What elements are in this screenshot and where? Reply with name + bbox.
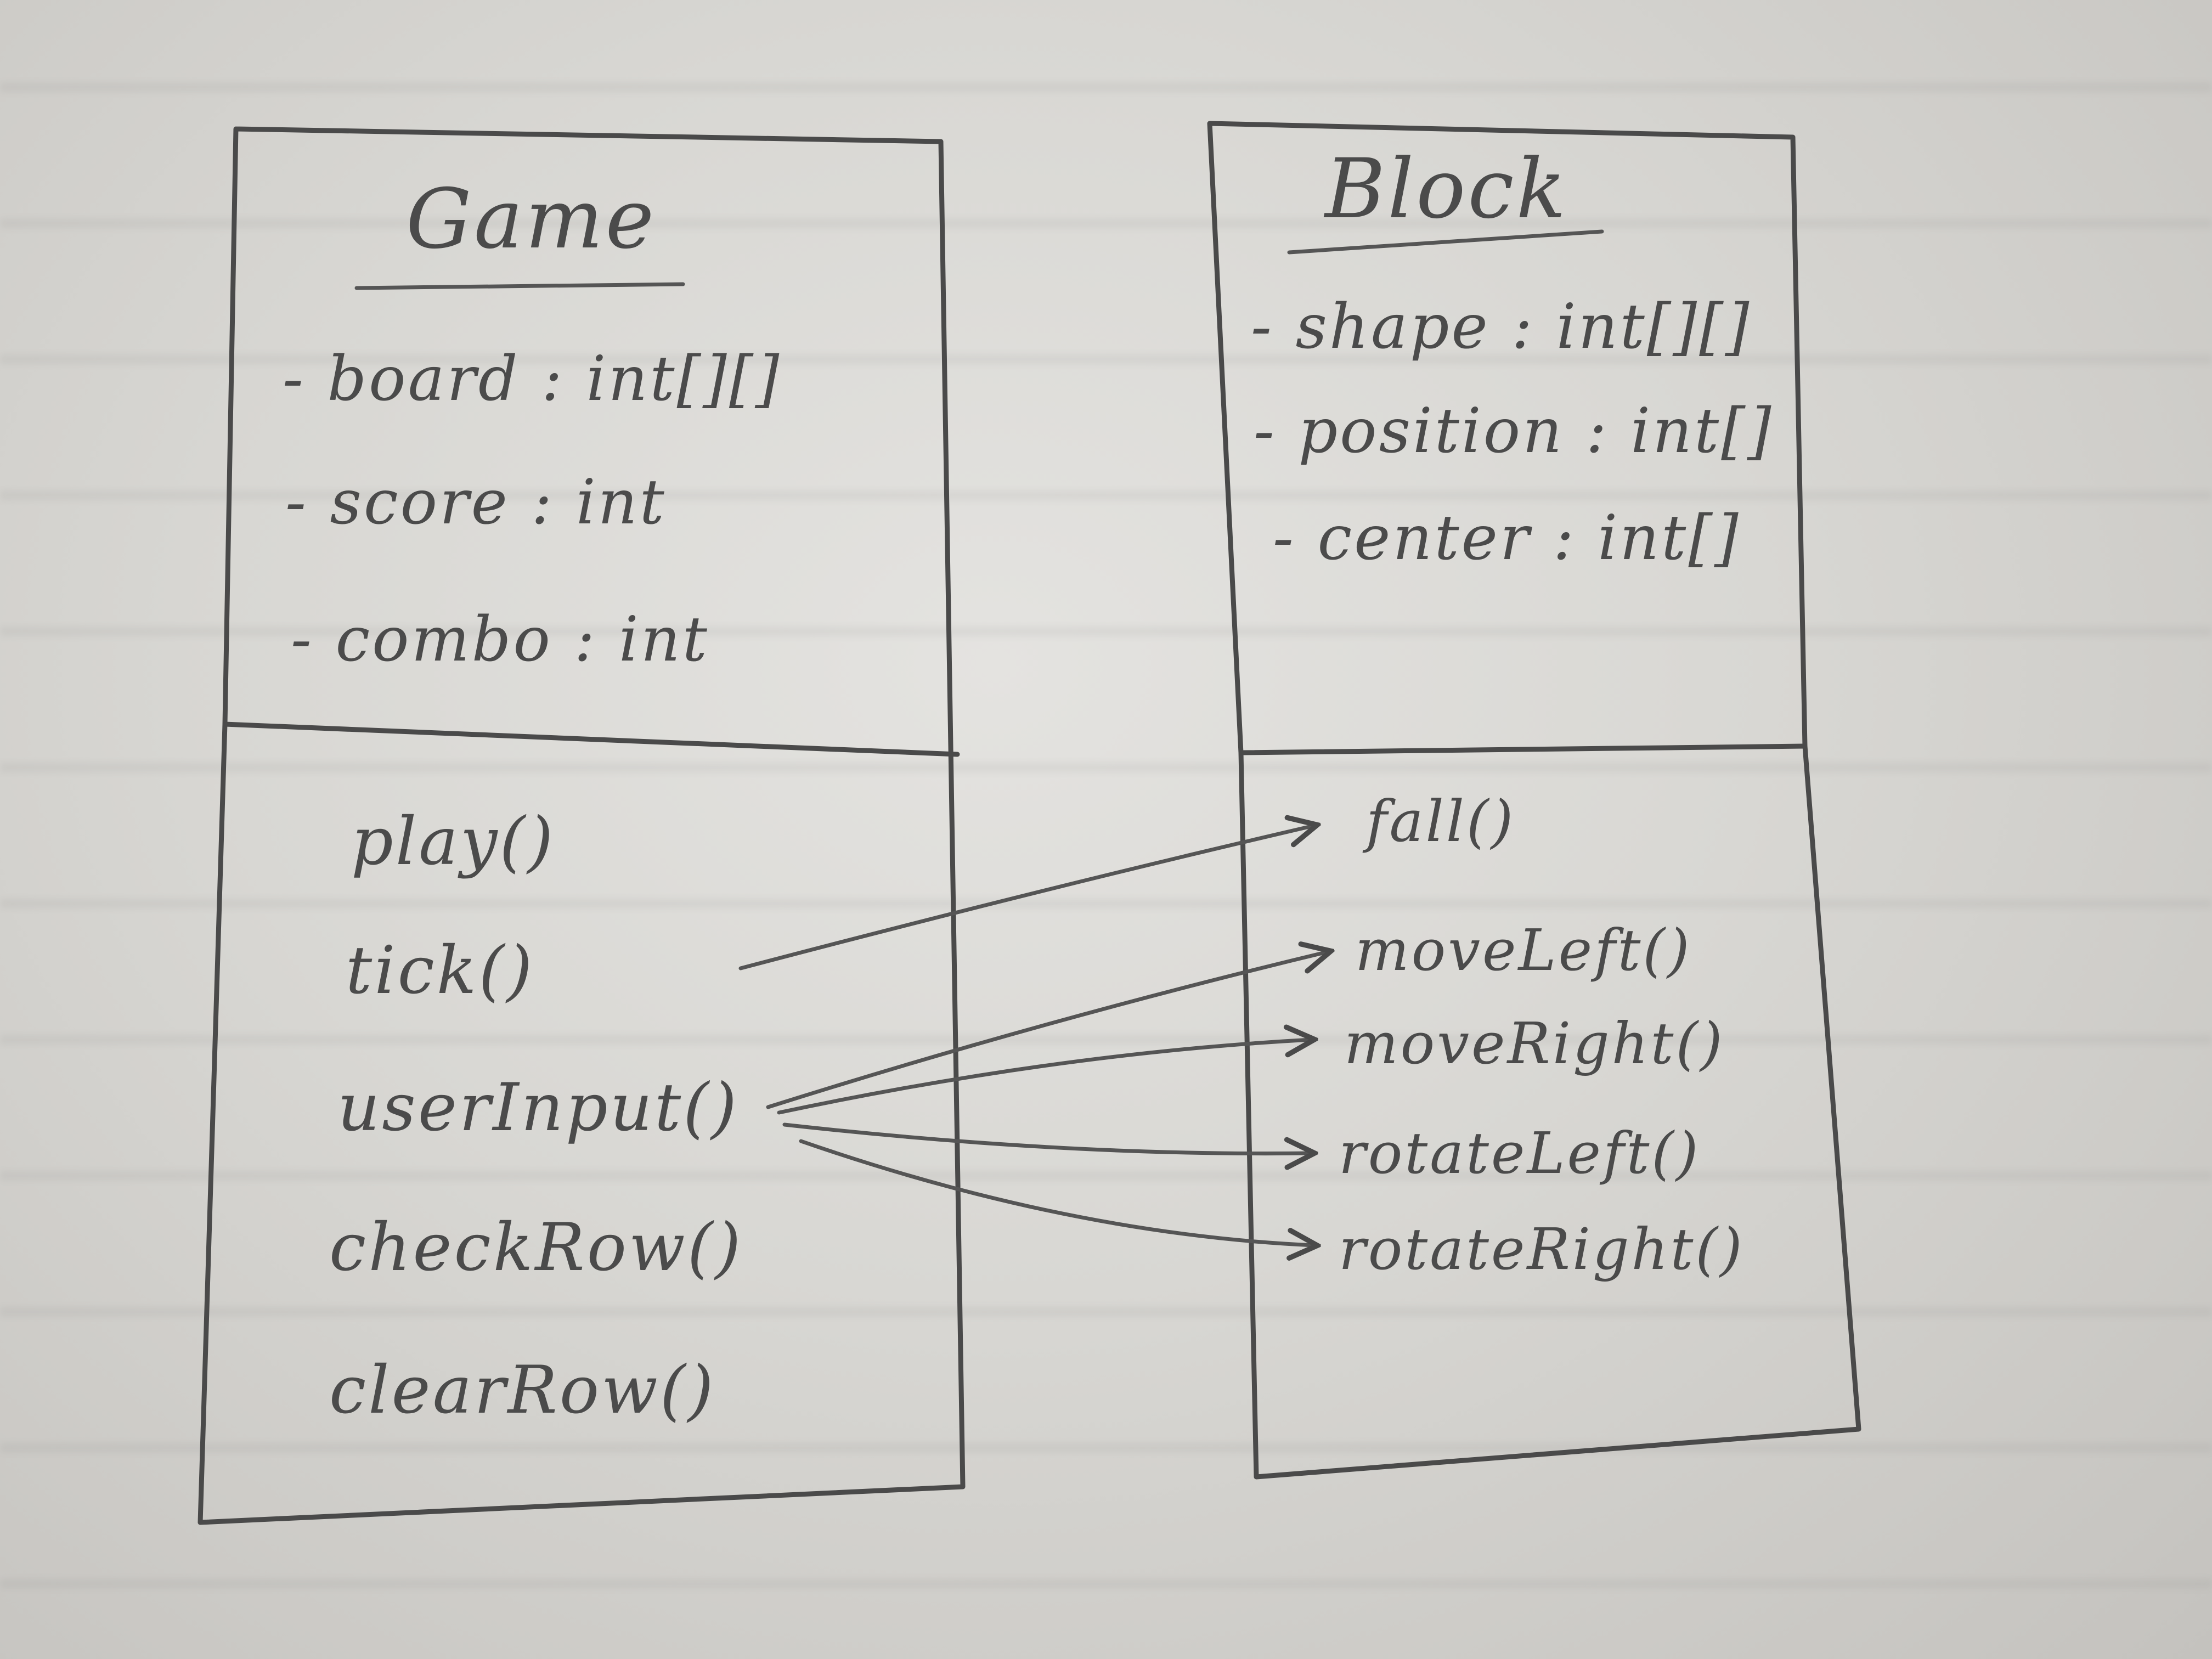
game-method-userinput: userInput() (337, 1070, 739, 1146)
arrow-userinput-to-moveleft (766, 952, 1328, 1109)
game-attribute-combo: - combo : int (291, 604, 709, 675)
block-box-divider (1238, 743, 1808, 755)
block-class-box (1207, 121, 1861, 1480)
block-method-moveright: moveRight() (1344, 1010, 1725, 1077)
arrow-userinput-to-moveright (777, 1040, 1311, 1115)
arrow-userinput-to-rotateright (799, 1139, 1314, 1245)
game-class-name: Game (406, 172, 657, 267)
block-attribute-position: - position : int[] (1254, 396, 1774, 467)
game-method-checkrow: checkRow() (329, 1210, 743, 1286)
game-attribute-score: - score : int (285, 467, 667, 538)
arrow-userinput-to-rotateleft (782, 1122, 1311, 1154)
block-class-name: Block (1325, 142, 1568, 237)
game-title-underline (354, 282, 685, 290)
game-attribute-board: - board : int[][] (283, 343, 782, 415)
block-method-moveleft: moveLeft() (1355, 917, 1692, 984)
block-method-fall: fall() (1366, 788, 1516, 855)
game-method-play: play() (351, 804, 556, 880)
block-method-rotateright: rotateRight() (1339, 1216, 1745, 1283)
game-method-tick: tick() (346, 933, 535, 1009)
block-method-rotateleft: rotateLeft() (1339, 1120, 1701, 1187)
block-attribute-shape: - shape : int[][] (1251, 291, 1752, 363)
block-attribute-center: - center : int[] (1273, 503, 1741, 574)
game-box-divider (222, 721, 960, 757)
block-title-underline (1287, 229, 1604, 255)
game-method-clearrow: clearRow() (329, 1352, 716, 1429)
game-class-box (198, 126, 966, 1525)
relation-arrows (738, 826, 1328, 1245)
game-box-outline (198, 126, 966, 1525)
arrow-tick-to-fall (738, 826, 1314, 970)
